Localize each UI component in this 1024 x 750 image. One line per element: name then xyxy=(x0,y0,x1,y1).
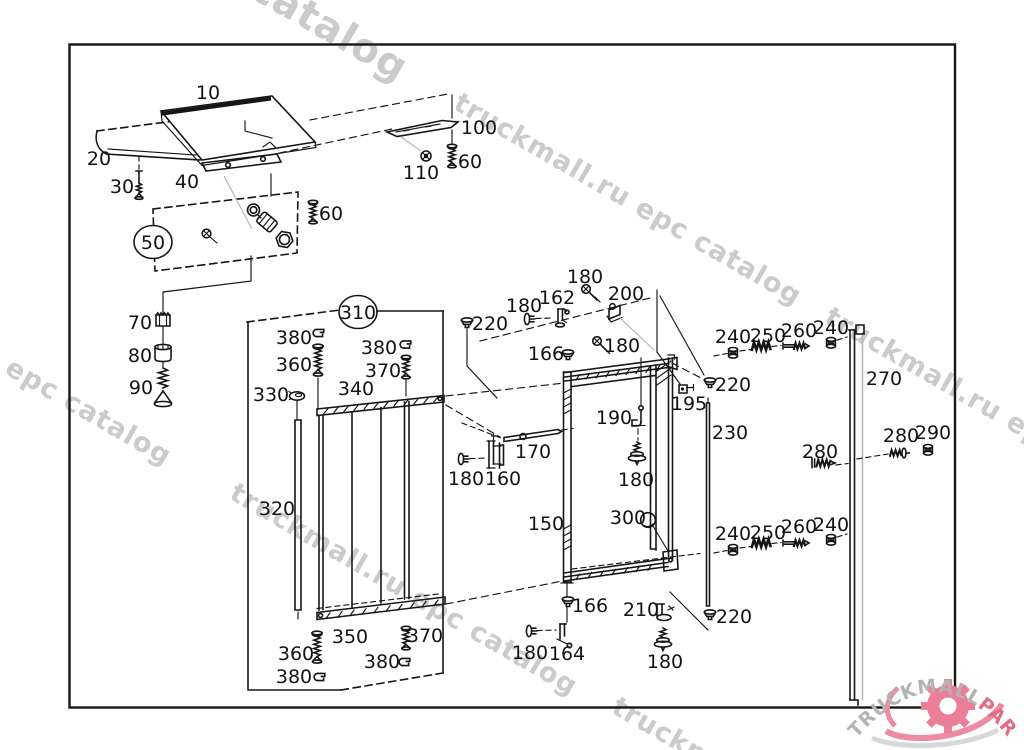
part-label: 80 xyxy=(128,345,152,367)
knob-300 xyxy=(639,511,657,529)
part-label: 250 xyxy=(750,325,786,347)
part-label: 280 xyxy=(802,441,838,463)
part-label: 220 xyxy=(472,313,508,335)
part-label: 380 xyxy=(364,651,400,673)
part-label: 10 xyxy=(196,82,220,104)
part-label: 162 xyxy=(539,287,575,309)
part-label: 230 xyxy=(712,422,748,444)
watermark-text: truckmall.ru epc catalog xyxy=(449,87,807,312)
logo-pink-crescent xyxy=(885,686,900,728)
logo-pink-swirl xyxy=(884,702,1005,741)
part-label: 270 xyxy=(866,368,902,390)
part-label: 180 xyxy=(604,335,640,357)
part-label: 180 xyxy=(618,469,654,491)
part-label: 340 xyxy=(338,378,374,400)
part-label: 180 xyxy=(512,642,548,664)
part-label: 330 xyxy=(253,384,289,406)
part-label: 160 xyxy=(485,468,521,490)
rod-270 xyxy=(849,329,856,701)
rods-and-fasteners-drawing xyxy=(445,324,934,706)
part-label: 370 xyxy=(407,625,443,647)
part-label: 170 xyxy=(515,441,551,463)
door-left-stile xyxy=(562,371,572,583)
part-label: 90 xyxy=(129,377,153,399)
strip-320 xyxy=(294,419,302,611)
part-label: 260 xyxy=(781,516,817,538)
part-label: 164 xyxy=(549,643,585,665)
part-label: 60 xyxy=(458,151,482,173)
part-label: 40 xyxy=(175,171,199,193)
part-label: 310 xyxy=(340,302,376,324)
logo-gray-swirl xyxy=(871,727,1000,749)
part-label: 180 xyxy=(567,266,603,288)
part-label: 220 xyxy=(716,606,752,628)
part-label: 360 xyxy=(278,643,314,665)
part-label: 250 xyxy=(750,522,786,544)
part-label: 380 xyxy=(361,337,397,359)
bracket-40 xyxy=(200,153,283,172)
part-label: 180 xyxy=(506,295,542,317)
part-label: 20 xyxy=(87,148,111,170)
part-label: 30 xyxy=(110,176,134,198)
part-label: 370 xyxy=(365,360,401,382)
part-label: 60 xyxy=(319,203,343,225)
nut-110 xyxy=(420,150,432,162)
hinge-200 xyxy=(606,302,623,323)
lock-box-50 xyxy=(152,191,299,272)
inner-frame-box-310-drawing xyxy=(246,309,446,691)
part-label-circle xyxy=(133,224,173,260)
bracket-164 xyxy=(556,623,573,649)
bracket-160 xyxy=(486,433,505,469)
part-label: 220 xyxy=(715,374,751,396)
strip-100-drawing xyxy=(384,94,461,169)
pin-170 xyxy=(503,428,564,443)
part-label: 110 xyxy=(403,162,439,184)
part-label: 180 xyxy=(647,651,683,673)
bracket-210 xyxy=(656,603,675,622)
part-label: 240 xyxy=(813,514,849,536)
part-label: 50 xyxy=(141,232,165,254)
part-label: 300 xyxy=(610,507,646,529)
bracket-190 xyxy=(631,404,646,427)
door-hardware-drawing xyxy=(457,283,709,652)
part-label: 380 xyxy=(276,327,312,349)
part-label: 70 xyxy=(128,312,152,334)
part-label: 260 xyxy=(781,320,817,342)
part-label: 320 xyxy=(259,498,295,520)
part-label: 350 xyxy=(332,626,368,648)
part-label: 190 xyxy=(596,407,632,429)
logo-gear-icon xyxy=(921,679,975,733)
part-label: 195 xyxy=(671,393,707,415)
part-label: 240 xyxy=(813,317,849,339)
part-label: 240 xyxy=(715,523,751,545)
part-label: 380 xyxy=(276,666,312,688)
part-label: 166 xyxy=(528,343,564,365)
part-label: 200 xyxy=(608,283,644,305)
part-label-circle xyxy=(338,294,378,330)
rod-230 xyxy=(705,402,711,607)
part-label: 240 xyxy=(715,326,751,348)
part-label: 280 xyxy=(883,425,919,447)
part-label: 290 xyxy=(915,422,951,444)
diagram-border xyxy=(68,43,957,709)
part-label: 100 xyxy=(461,117,497,139)
part-label: 360 xyxy=(276,354,312,376)
rail-350 xyxy=(316,596,446,621)
panel-assembly-drawing xyxy=(95,93,449,408)
strip-100 xyxy=(384,119,461,138)
door-frame-150-drawing xyxy=(560,354,701,584)
part-label: 210 xyxy=(623,599,659,621)
part-label: 166 xyxy=(572,595,608,617)
part-label: 180 xyxy=(448,468,484,490)
part-label: 150 xyxy=(528,513,564,535)
bracket-195 xyxy=(678,383,695,394)
